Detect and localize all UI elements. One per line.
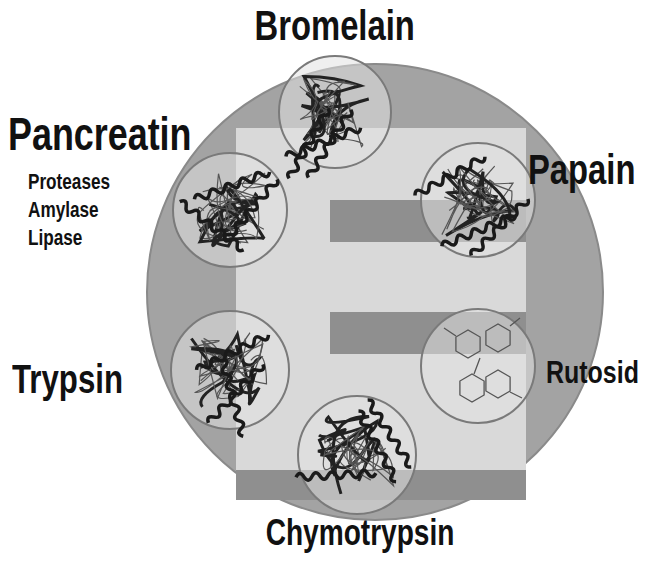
ingredient-circle: Trypsin — [170, 310, 290, 430]
helix — [355, 409, 399, 483]
ingredient-circle: Bromelain — [278, 55, 392, 169]
circle-shape — [173, 153, 287, 267]
chain-strand — [203, 333, 266, 398]
helix — [296, 470, 376, 481]
ring — [486, 370, 510, 398]
rutin-structure — [444, 318, 522, 402]
ring — [460, 374, 484, 402]
helix — [469, 197, 531, 259]
ingredient-circle: Chymotrypsin — [297, 395, 417, 515]
ingredient-label: Trypsin — [12, 358, 123, 400]
helix — [413, 154, 486, 199]
circle-outline — [170, 310, 290, 430]
ring — [456, 330, 480, 358]
protein-structure — [285, 76, 369, 180]
chain-strand — [326, 417, 375, 494]
protein-structure — [296, 398, 414, 494]
helix — [365, 398, 414, 469]
helix — [285, 125, 362, 160]
circle-outline — [297, 395, 417, 515]
ingredient-circle: PancreatinProteases Amylase Lipase — [172, 152, 288, 268]
ingredient-label: Chymotrypsin — [266, 514, 455, 552]
circle-shape — [421, 309, 535, 423]
circle-outline — [278, 55, 392, 169]
helix — [219, 358, 246, 437]
helix — [195, 332, 270, 373]
ingredient-label: Bromelain — [255, 4, 415, 48]
ingredient-label: Rutosid — [546, 356, 639, 390]
protein-structure — [191, 332, 270, 437]
ingredient-circle: Papain — [420, 142, 536, 258]
protein-structure — [413, 154, 530, 258]
component-list: Proteases Amylase Lipase — [28, 168, 110, 252]
protein-structure — [178, 169, 280, 253]
circle-shape — [279, 56, 391, 168]
helix — [223, 177, 280, 243]
chain-strand — [448, 169, 490, 208]
ingredient-circle: Rutosid — [420, 308, 536, 424]
circle-shape — [298, 396, 416, 514]
ring — [486, 324, 510, 352]
circle-outline — [420, 308, 536, 424]
ingredient-label: Pancreatin — [8, 110, 191, 158]
circle-outline — [420, 142, 536, 258]
chain-strand — [304, 76, 360, 136]
circle-outline — [172, 152, 288, 268]
bond — [444, 318, 522, 398]
circle-shape — [171, 311, 289, 429]
ingredient-label: Papain — [528, 148, 635, 192]
